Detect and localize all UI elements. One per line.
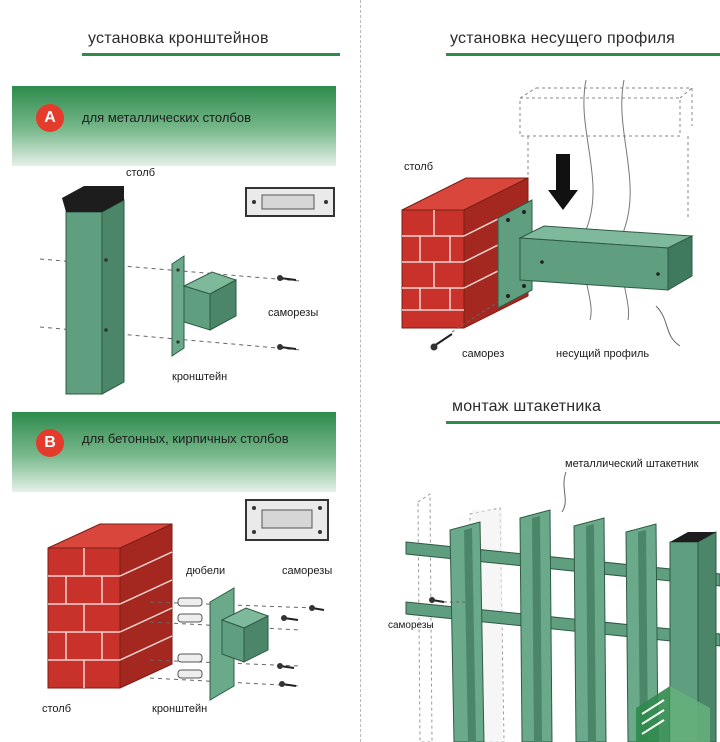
bracket-plate-icon-b: [245, 499, 329, 541]
bracket-plate-icon: [245, 187, 335, 217]
picket-section-title: монтаж штакетника: [452, 398, 602, 415]
section-b-drawing: [47, 499, 329, 701]
label-a-bracket: кронштейн: [172, 371, 228, 383]
label-picket-screws: саморезы: [388, 620, 434, 631]
metal-post: [62, 186, 125, 395]
picket-drawing: [405, 471, 720, 742]
label-profile-post: столб: [404, 161, 434, 173]
screw-icon: [430, 333, 453, 351]
profile-drawing: [401, 79, 694, 351]
section-b-label: для бетонных, кирпичных столбов: [82, 431, 289, 446]
metal-bracket-b: [209, 587, 270, 701]
mounted-bracket-plate: [497, 199, 533, 309]
center-divider: [360, 0, 361, 742]
label-b-screws: саморезы: [282, 565, 333, 577]
label-picket: металлический штакетник: [565, 458, 699, 470]
brick-pillar: [47, 523, 173, 689]
carrier-profile: [518, 225, 694, 291]
section-a-drawing: [39, 186, 335, 395]
metal-bracket: [171, 255, 238, 357]
section-b-badge: B: [36, 429, 64, 457]
label-b-post: столб: [42, 703, 72, 715]
screw-icon-picket: [429, 597, 445, 603]
section-a-band: [12, 86, 336, 166]
profile-section-title: установка несущего профиля: [450, 30, 676, 47]
label-a-post: столб: [126, 167, 156, 179]
section-b-band: [12, 412, 336, 492]
label-profile-screw: саморез: [462, 348, 505, 360]
picket-title-rule: [446, 421, 720, 424]
label-b-dowels: дюбели: [186, 565, 226, 577]
logo-icon: [636, 686, 710, 742]
label-b-bracket: кронштейн: [152, 703, 208, 715]
down-arrow-icon: [548, 154, 578, 210]
label-profile-carrier: несущий профиль: [556, 348, 650, 360]
left-title-rule: [82, 53, 340, 56]
label-a-screws: саморезы: [268, 307, 319, 319]
section-a-label: для металлических столбов: [82, 110, 252, 125]
left-section-title: установка кронштейнов: [88, 30, 269, 47]
section-a-badge: A: [36, 104, 64, 132]
profile-title-rule: [446, 53, 720, 56]
dowels: [177, 597, 203, 679]
